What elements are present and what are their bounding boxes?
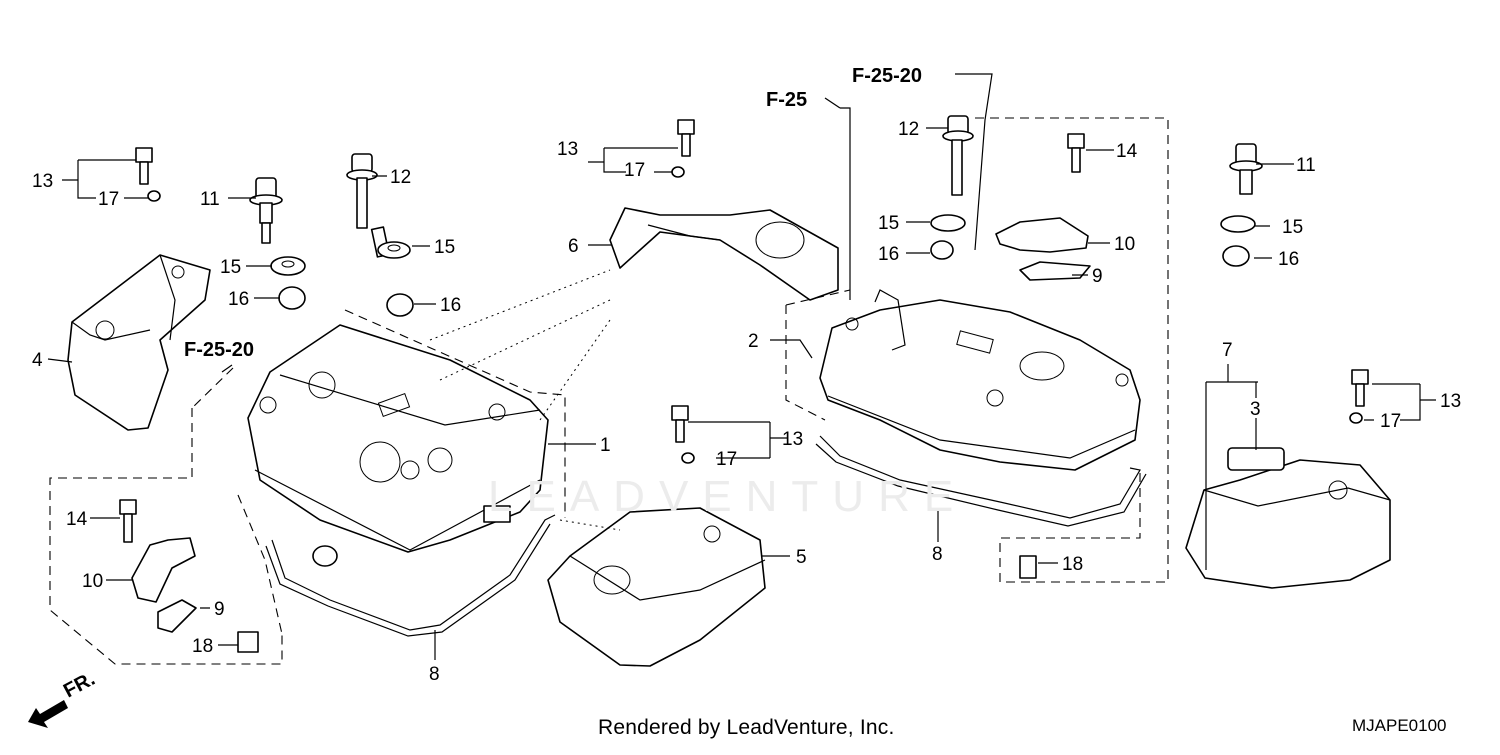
callout-16-left-b: 16 xyxy=(440,295,461,316)
callout-17-far-right: 17 xyxy=(1380,411,1401,432)
callout-13-mid-top: 13 xyxy=(557,139,578,160)
callout-17-mid-bottom: 17 xyxy=(716,449,737,470)
part-7-cover-right xyxy=(1185,447,1391,589)
callout-9-right: 9 xyxy=(1092,266,1103,287)
callout-9-left: 9 xyxy=(214,599,225,620)
bolts-right xyxy=(930,115,1091,579)
bolt-11-left xyxy=(249,177,283,244)
callout-14-right: 14 xyxy=(1116,141,1138,162)
bolt-13-middle-bottom xyxy=(671,405,695,464)
front-label: FR. xyxy=(60,668,99,703)
callout-16-left-a: 16 xyxy=(228,289,249,310)
callout-18-right: 18 xyxy=(1062,554,1083,575)
bolt-13-middle-top xyxy=(671,119,695,178)
part-5-cover xyxy=(547,507,766,667)
callout-8-left: 8 xyxy=(429,664,440,685)
ref-label-f2520-left: F-25-20 xyxy=(184,339,254,361)
callout-13-left: 13 xyxy=(32,171,53,192)
callout-13-far-right: 13 xyxy=(1440,391,1461,412)
bolt-12-left xyxy=(346,153,390,258)
bolts-far-right xyxy=(1220,143,1369,424)
callout-3: 3 xyxy=(1250,399,1261,420)
callout-15-left-b: 15 xyxy=(434,237,455,258)
part-6-cover xyxy=(609,207,839,301)
ref-label-f2520-top: F-25-20 xyxy=(852,65,922,87)
callout-10-right: 10 xyxy=(1114,234,1135,255)
ref-label-f25: F-25 xyxy=(766,89,807,111)
callout-14-left: 14 xyxy=(66,509,88,530)
callout-5: 5 xyxy=(796,547,807,568)
part-1-head-cover-left xyxy=(247,324,549,553)
callout-17-mid-top: 17 xyxy=(624,160,645,181)
washers-left xyxy=(270,241,414,317)
watermark: LEADVENTURE xyxy=(488,472,968,521)
callout-10-left: 10 xyxy=(82,571,103,592)
callout-15-left-a: 15 xyxy=(220,257,241,278)
callout-7: 7 xyxy=(1222,340,1233,361)
diagram-code: MJAPE0100 xyxy=(1352,716,1447,735)
part-8-gasket-left xyxy=(265,514,556,637)
callout-8-right: 8 xyxy=(932,544,943,565)
part-2-head-cover-right xyxy=(819,289,1141,471)
callout-11-left: 11 xyxy=(200,189,220,210)
part-10-fitting-left xyxy=(119,499,259,653)
bolt-13-left xyxy=(135,147,161,202)
callout-12-left: 12 xyxy=(390,167,411,188)
ref-arrow-f25 xyxy=(824,97,841,109)
callout-1: 1 xyxy=(600,435,611,456)
part-8-gasket-right xyxy=(815,435,1147,527)
callout-12-right: 12 xyxy=(898,119,919,140)
callout-15-far-right: 15 xyxy=(1282,217,1303,238)
callout-2: 2 xyxy=(748,331,759,352)
callout-18-left: 18 xyxy=(192,636,213,657)
callout-15-right: 15 xyxy=(878,213,899,234)
callout-4: 4 xyxy=(32,350,43,371)
callout-16-far-right: 16 xyxy=(1278,249,1299,270)
callout-17-left: 17 xyxy=(98,189,119,210)
front-arrow-icon xyxy=(28,700,68,728)
leader-lines xyxy=(47,127,1436,660)
footer-credit: Rendered by LeadVenture, Inc. xyxy=(598,716,895,739)
callout-11-right: 11 xyxy=(1296,155,1316,176)
callout-16-right: 16 xyxy=(878,244,899,265)
part-4-side-cover xyxy=(67,254,211,431)
callout-6: 6 xyxy=(568,236,579,257)
callout-13-mid-bottom: 13 xyxy=(782,429,803,450)
